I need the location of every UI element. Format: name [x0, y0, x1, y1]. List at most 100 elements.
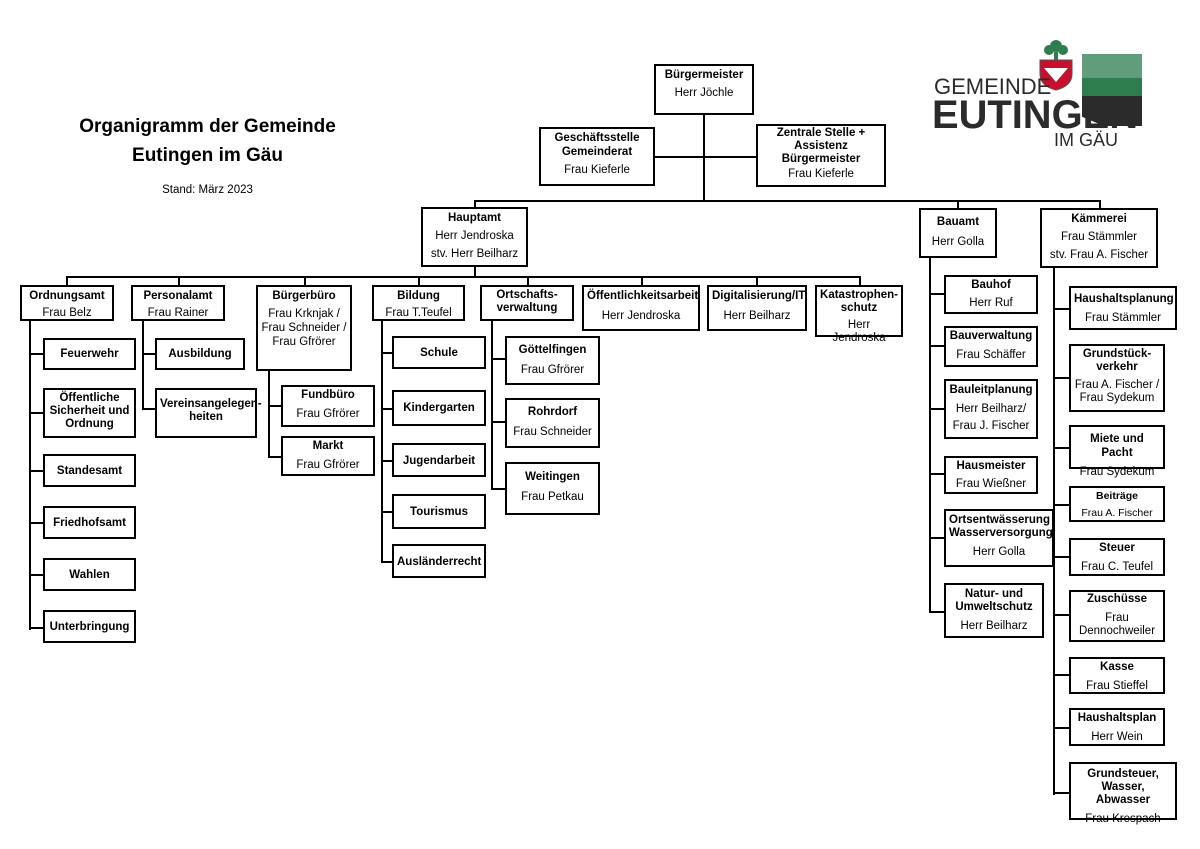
connector-line	[474, 200, 1100, 202]
node-person: Frau Gfrörer	[296, 459, 360, 471]
node-person: Frau Wießner	[955, 478, 1027, 490]
connector-line	[66, 276, 860, 278]
connector-line	[381, 320, 383, 563]
node-person: Frau Stämmler	[1084, 312, 1162, 324]
connector-line	[142, 320, 144, 410]
node-katastrophe: Katastrophen-schutz Herr Jendroska	[815, 285, 903, 344]
connector-line	[929, 293, 945, 295]
node-title: Standesamt	[56, 465, 123, 477]
node-title: Fundbüro	[301, 389, 355, 401]
node-unterbringung: Unterbringung	[43, 610, 136, 643]
connector-line	[1053, 792, 1070, 794]
connector-line	[268, 456, 282, 458]
node-title: Schule	[420, 347, 458, 359]
node-sicherheit: Öffentliche Sicherheit und Ordnung	[43, 388, 136, 438]
node-grundsteuer: Grundsteuer, Wasser, Abwasser Frau Kresp…	[1069, 762, 1177, 825]
node-title: Bauleitplanung	[949, 384, 1033, 396]
node-person: Frau A. Fischer	[1081, 507, 1153, 519]
node-title: Öffentlichkeitsarbeit	[587, 290, 699, 302]
connector-line	[29, 627, 44, 629]
node-person: Frau Kieferle	[564, 164, 630, 176]
node-person: Herr Beilharz	[723, 310, 791, 322]
connector-line	[29, 522, 44, 524]
node-title: Kindergarten	[403, 402, 475, 414]
connector-line	[1053, 377, 1070, 379]
connector-line	[929, 473, 945, 475]
node-person: Herr Jendroska	[832, 319, 886, 344]
node-title: Grundstück-verkehr	[1082, 348, 1152, 373]
node-schule: Schule	[392, 336, 486, 369]
node-title: Bürgerbüro	[272, 290, 336, 302]
node-person: Frau Gfrörer	[520, 364, 585, 376]
connector-line	[474, 266, 476, 278]
node-title: Markt	[312, 440, 344, 452]
node-title: Jugendarbeit	[402, 455, 476, 467]
connector-line	[1053, 447, 1070, 449]
node-title: Ortschafts-verwaltung	[496, 289, 558, 314]
node-markt: Markt Frau Gfrörer	[281, 436, 375, 476]
node-title: Bauverwaltung	[949, 330, 1033, 342]
node-title: Katastrophen-schutz	[820, 289, 898, 314]
connector-line	[1053, 727, 1070, 729]
node-title: Ausländerrecht	[397, 556, 482, 568]
node-ordnungsamt: Ordnungsamt Frau Belz	[20, 285, 114, 321]
connector-line	[381, 561, 393, 563]
connector-line	[474, 200, 476, 210]
node-person: Frau Schneider	[513, 426, 592, 438]
connector-line	[418, 276, 420, 288]
node-person: Herr Wein	[1091, 731, 1143, 743]
node-wahlen: Wahlen	[43, 558, 136, 591]
node-title: Bauhof	[971, 279, 1011, 291]
crest-icon	[1039, 40, 1073, 91]
connector-line	[957, 200, 959, 210]
node-title: Personalamt	[143, 290, 213, 302]
connector-line	[929, 537, 945, 539]
connector-line	[142, 408, 156, 410]
node-person: Herr Beilharz/ Frau J. Fischer	[952, 403, 1030, 432]
title-line-2: Eutingen im Gäu	[132, 145, 283, 166]
page-title: Organigramm der Gemeinde Eutingen im Gäu	[40, 112, 375, 170]
node-bildung: Bildung Frau T.Teufel	[372, 285, 465, 321]
connector-line	[381, 460, 393, 462]
connector-line	[859, 276, 861, 288]
node-haushaltsplan: Haushaltsplan Herr Wein	[1069, 708, 1165, 746]
node-person: Herr Ruf	[969, 297, 1013, 309]
connector-line	[66, 276, 68, 288]
node-title: Bürgermeister	[664, 69, 744, 81]
node-zentrale: Zentrale Stelle + Assistenz Bürgermeiste…	[756, 124, 886, 187]
node-naturschutz: Natur- und Umweltschutz Herr Beilharz	[944, 583, 1044, 638]
connector-line	[381, 511, 393, 513]
node-title: Friedhofsamt	[53, 517, 126, 529]
node-grundstueck: Grundstück-verkehr Frau A. Fischer / Fra…	[1069, 344, 1165, 412]
node-title: Kasse	[1100, 661, 1134, 673]
connector-line	[1053, 268, 1055, 795]
connector-line	[304, 276, 306, 288]
node-person: Frau Sydekum	[1079, 466, 1155, 478]
node-kaemmerei: Kämmerei Frau Stämmler stv. Frau A. Fisc…	[1040, 208, 1158, 268]
node-person: Herr Jendroska	[601, 310, 681, 322]
connector-line	[929, 611, 945, 613]
node-auslaender: Ausländerrecht	[392, 544, 486, 578]
node-ortsentwaesserung: Ortsentwässerung Wasserversorgung Herr G…	[944, 509, 1054, 567]
node-title: Ortsentwässerung Wasserversorgung	[949, 514, 1053, 539]
connector-line	[29, 412, 44, 414]
node-steuer: Steuer Frau C. Teufel	[1069, 538, 1165, 576]
logo-line-3: IM GÄU	[1054, 130, 1118, 148]
node-friedhof: Friedhofsamt	[43, 506, 136, 539]
connector-line	[929, 258, 931, 613]
logo-line-1: GEMEINDE	[934, 74, 1051, 99]
node-title: Bauamt	[936, 216, 980, 228]
node-bauleitplanung: Bauleitplanung Herr Beilharz/ Frau J. Fi…	[944, 379, 1038, 439]
connector-line	[29, 320, 31, 630]
node-title: Tourismus	[410, 506, 468, 518]
connector-line	[29, 353, 44, 355]
node-verein: Vereinsangelegen-heiten	[155, 388, 262, 438]
node-jugend: Jugendarbeit	[392, 443, 486, 477]
node-person: Herr Golla	[972, 546, 1026, 558]
node-title: Digitalisierung/IT	[712, 290, 806, 302]
node-title: Hausmeister	[956, 460, 1026, 472]
node-title: Miete und Pacht	[1090, 433, 1144, 459]
node-person: Herr Jöchle	[674, 87, 734, 99]
node-title: Zentrale Stelle + Assistenz Bürgermeiste…	[776, 127, 866, 165]
node-person: Herr Jendroska	[435, 230, 514, 242]
